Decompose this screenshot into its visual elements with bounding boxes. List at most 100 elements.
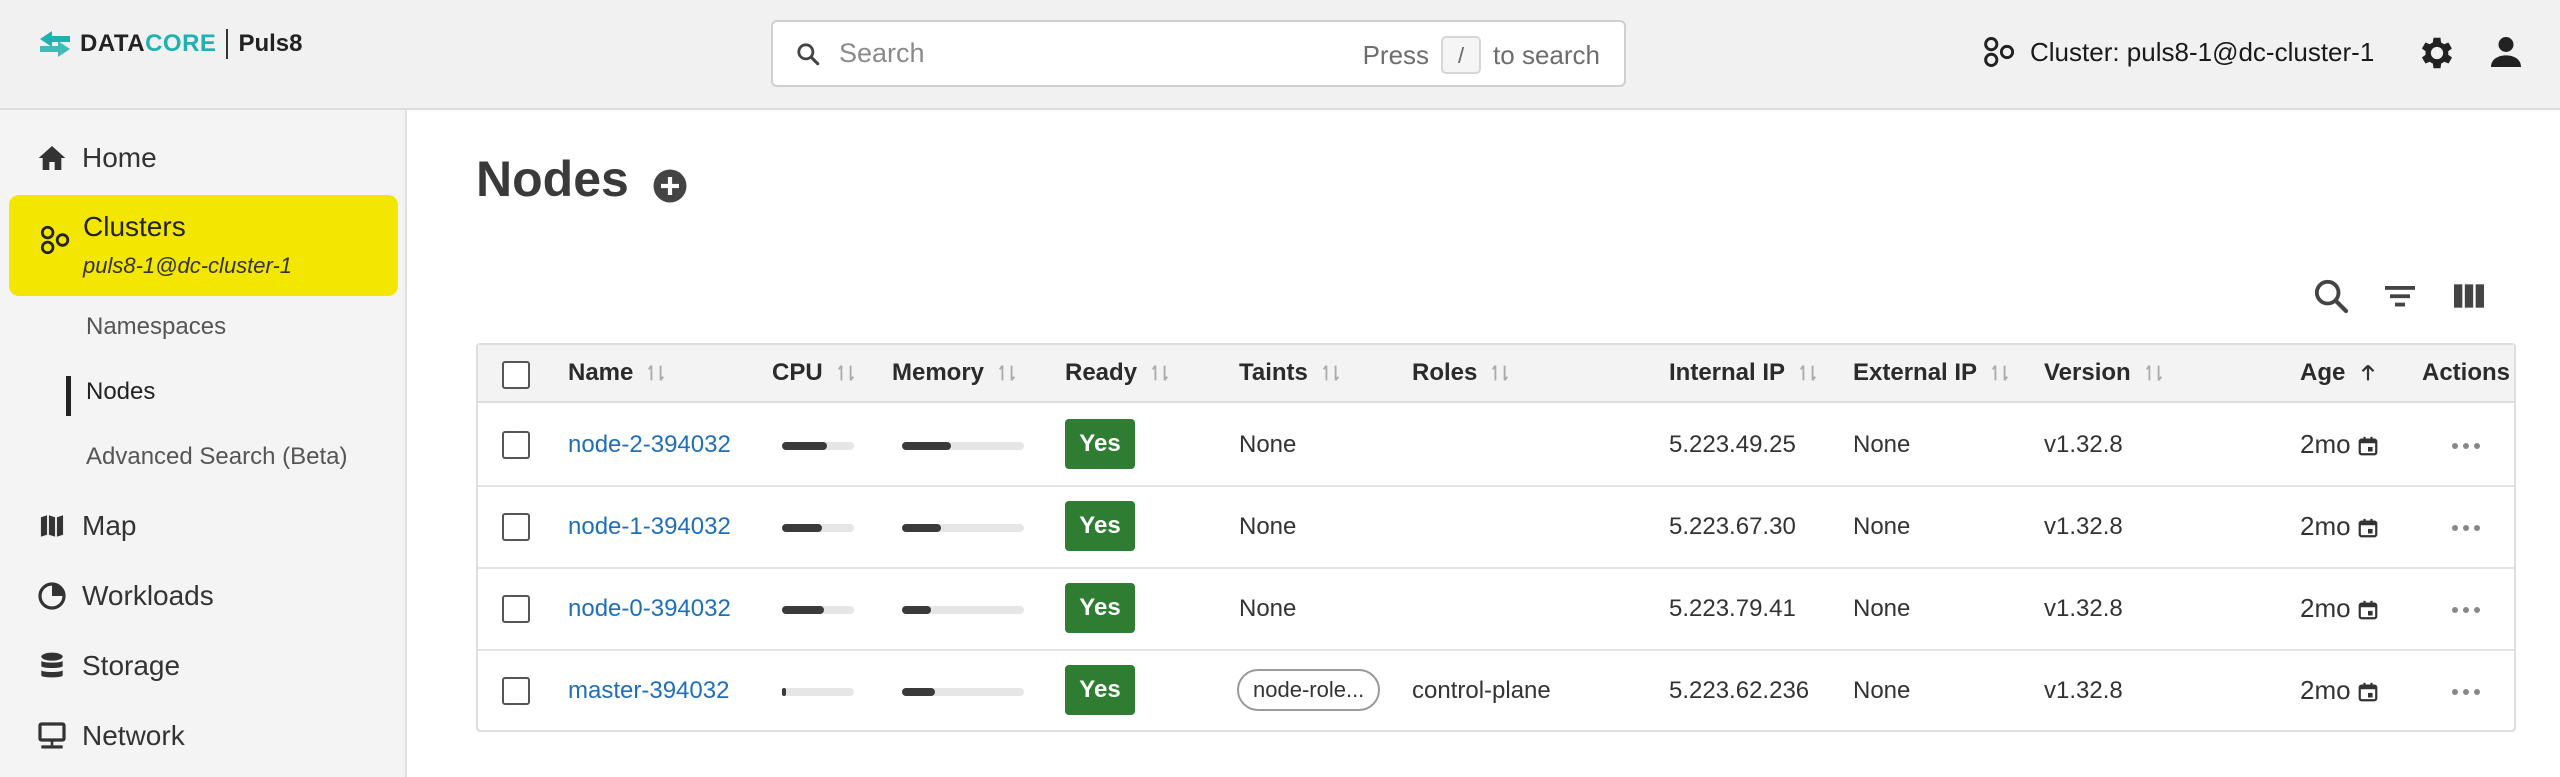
- brand-name: DATACORE: [80, 30, 217, 57]
- column-header-ready[interactable]: Ready: [1065, 359, 1171, 387]
- row-actions-more-icon[interactable]: [2450, 523, 2482, 533]
- memory-usage-bar: [902, 524, 1024, 532]
- sidebar-item-label: Network: [82, 720, 185, 751]
- internal-ip-value: 5.223.49.25: [1669, 431, 1796, 458]
- search-icon: [797, 42, 820, 65]
- sidebar-item-label: Map: [82, 510, 137, 541]
- age-text: 2mo: [2300, 675, 2351, 705]
- taints-value: None: [1239, 513, 1297, 540]
- active-cluster-name: puls8-1@dc-cluster-1: [83, 253, 293, 278]
- memory-usage-fill: [902, 524, 942, 532]
- sort-icon: [2145, 365, 2162, 381]
- row-checkbox[interactable]: [502, 431, 530, 459]
- cluster-selector[interactable]: Cluster: puls8-1@dc-cluster-1: [1980, 30, 2374, 74]
- logo-divider: [226, 29, 229, 59]
- column-header-version[interactable]: Version: [2044, 359, 2165, 387]
- column-header-internal-ip[interactable]: Internal IP: [1669, 359, 1819, 387]
- search-input[interactable]: [839, 38, 1319, 69]
- page-title: Nodes: [476, 151, 629, 207]
- map-icon: [39, 512, 65, 540]
- calendar-icon: [2358, 600, 2377, 620]
- datacore-logo[interactable]: DATACORE Puls8: [38, 26, 302, 62]
- memory-usage-bar: [902, 442, 1024, 450]
- sidebar-item-label: Home: [82, 142, 157, 173]
- external-ip-value: None: [1853, 595, 1911, 622]
- sort-icon: [1991, 365, 2009, 381]
- storage-database-icon: [41, 652, 63, 678]
- top-bar: DATACORE Puls8 Press / to search Cluster…: [0, 0, 2560, 110]
- column-header-taints[interactable]: Taints: [1239, 359, 1342, 387]
- taint-chip[interactable]: node-role...: [1237, 669, 1381, 711]
- sidebar-item-label: Workloads: [82, 580, 214, 611]
- column-header-actions: Actions: [2422, 359, 2511, 386]
- select-all-checkbox[interactable]: [502, 361, 530, 389]
- internal-ip-value: 5.223.62.236: [1669, 677, 1810, 704]
- home-icon: [38, 146, 66, 170]
- sort-icon: [1322, 365, 1339, 381]
- age-value: 2mo: [2300, 675, 2379, 706]
- ready-status-badge: Yes: [1065, 419, 1135, 469]
- sidebar-item-label: Clusters: [83, 211, 186, 242]
- column-header-external-ip[interactable]: External IP: [1853, 359, 2011, 387]
- cpu-usage-fill: [782, 688, 786, 696]
- row-actions-more-icon[interactable]: [2450, 605, 2482, 615]
- sort-icon: [1799, 365, 1817, 381]
- cpu-usage-fill: [782, 524, 822, 532]
- cluster-selector-label: Cluster: puls8-1@dc-cluster-1: [2030, 36, 2375, 67]
- add-node-plus-icon[interactable]: [652, 168, 688, 204]
- sidebar-item-home[interactable]: Home: [36, 142, 157, 174]
- age-text: 2mo: [2300, 429, 2351, 459]
- age-value: 2mo: [2300, 511, 2379, 542]
- global-search[interactable]: Press / to search: [771, 20, 1626, 87]
- sidebar-item-namespaces[interactable]: Namespaces: [86, 313, 227, 340]
- node-name-link[interactable]: node-0-394032: [568, 595, 731, 622]
- sort-icon: [998, 365, 1016, 381]
- row-checkbox[interactable]: [502, 677, 530, 705]
- cluster-icon: [1984, 37, 2015, 67]
- ready-status-badge: Yes: [1065, 665, 1135, 715]
- sidebar: Home Clusters puls8-1@dc-cluster-1 Names…: [0, 110, 407, 777]
- node-name-link[interactable]: master-394032: [568, 677, 730, 704]
- cpu-usage-bar: [782, 688, 854, 696]
- columns-view-icon[interactable]: [2449, 276, 2489, 316]
- sidebar-item-map[interactable]: Map: [36, 510, 136, 542]
- row-checkbox[interactable]: [502, 595, 530, 623]
- external-ip-value: None: [1853, 431, 1911, 458]
- search-hint-to-search: to search: [1493, 39, 1600, 70]
- row-actions-more-icon[interactable]: [2450, 441, 2482, 451]
- table-row[interactable]: node-2-394032 Yes None 5.223.49.25 None …: [478, 405, 2514, 487]
- sidebar-item-advanced-search[interactable]: Advanced Search (Beta): [86, 443, 348, 470]
- sidebar-item-nodes[interactable]: Nodes: [86, 378, 156, 405]
- taints-value: None: [1239, 595, 1297, 622]
- sidebar-item-network[interactable]: Network: [36, 720, 185, 752]
- sort-icon: [1151, 365, 1169, 381]
- sort-ascending-arrow-icon: [2362, 364, 2375, 381]
- settings-gear-icon[interactable]: [2416, 32, 2458, 74]
- cpu-usage-bar: [782, 442, 854, 450]
- table-row[interactable]: node-1-394032 Yes None 5.223.67.30 None …: [478, 487, 2514, 569]
- age-value: 2mo: [2300, 429, 2379, 460]
- sidebar-item-workloads[interactable]: Workloads: [36, 580, 214, 612]
- column-header-memory[interactable]: Memory: [892, 359, 1018, 387]
- node-name-link[interactable]: node-2-394032: [568, 431, 731, 458]
- ready-status-badge: Yes: [1065, 501, 1135, 551]
- memory-usage-bar: [902, 688, 1024, 696]
- column-header-name[interactable]: Name: [568, 359, 667, 387]
- version-value: v1.32.8: [2044, 677, 2123, 704]
- table-row[interactable]: node-0-394032 Yes None 5.223.79.41 None …: [478, 569, 2514, 651]
- column-header-cpu[interactable]: CPU: [772, 359, 857, 387]
- column-header-roles[interactable]: Roles: [1412, 359, 1511, 387]
- table-row[interactable]: master-394032 Yes node-role... control-p…: [478, 651, 2514, 733]
- cpu-usage-fill: [782, 442, 827, 450]
- table-search-icon[interactable]: [2311, 276, 2351, 316]
- filter-icon[interactable]: [2380, 276, 2420, 316]
- column-header-age[interactable]: Age: [2300, 359, 2379, 387]
- row-checkbox[interactable]: [502, 513, 530, 541]
- memory-usage-bar: [902, 606, 1024, 614]
- node-name-link[interactable]: node-1-394032: [568, 513, 731, 540]
- row-actions-more-icon[interactable]: [2450, 687, 2482, 697]
- sidebar-item-clusters[interactable]: Clusters puls8-1@dc-cluster-1: [9, 195, 398, 296]
- sidebar-item-storage[interactable]: Storage: [36, 650, 180, 682]
- sidebar-item-label: Storage: [82, 650, 181, 681]
- user-account-icon[interactable]: [2486, 32, 2526, 72]
